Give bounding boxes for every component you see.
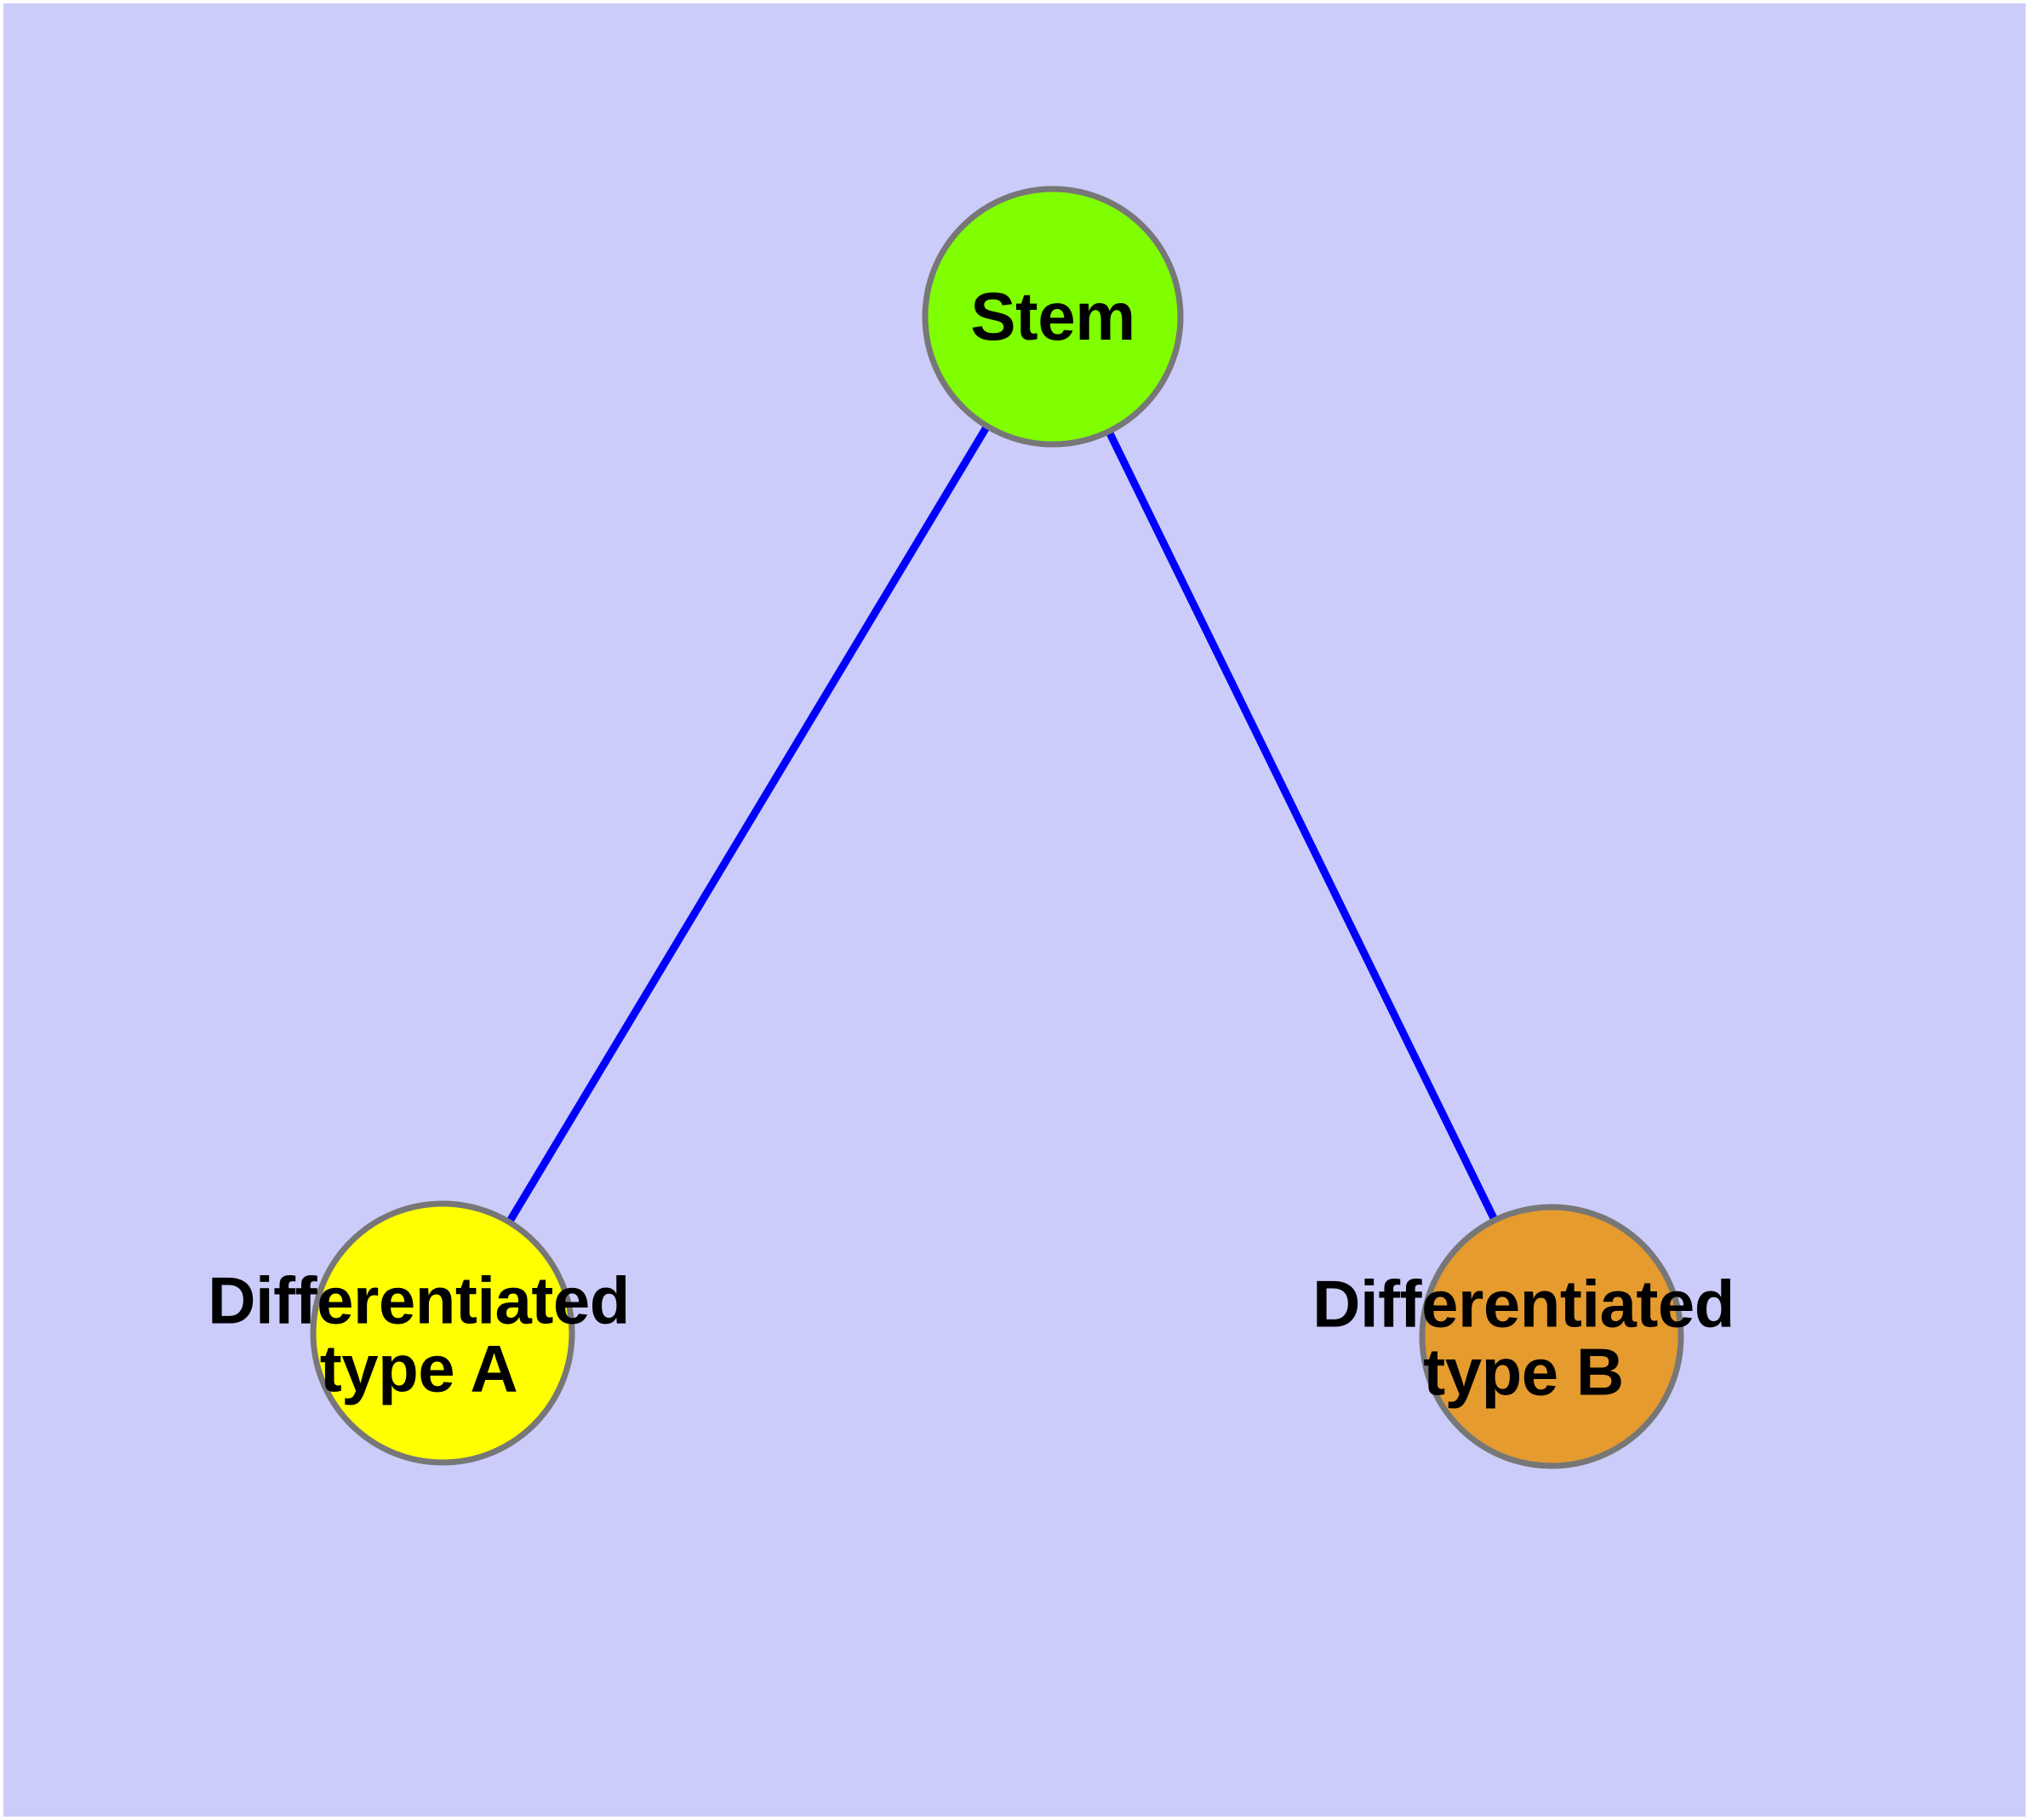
- edge-stem-to-differentiated-type-b: [1049, 315, 1556, 1338]
- node-layer: [310, 186, 1684, 1469]
- node-stem[interactable]: [922, 186, 1184, 448]
- node-differentiated-type-a[interactable]: [310, 1200, 575, 1466]
- edge-layer: [439, 314, 1556, 1338]
- edge-stem-to-differentiated-type-a: [439, 314, 1056, 1336]
- node-differentiated-type-b[interactable]: [1419, 1204, 1684, 1469]
